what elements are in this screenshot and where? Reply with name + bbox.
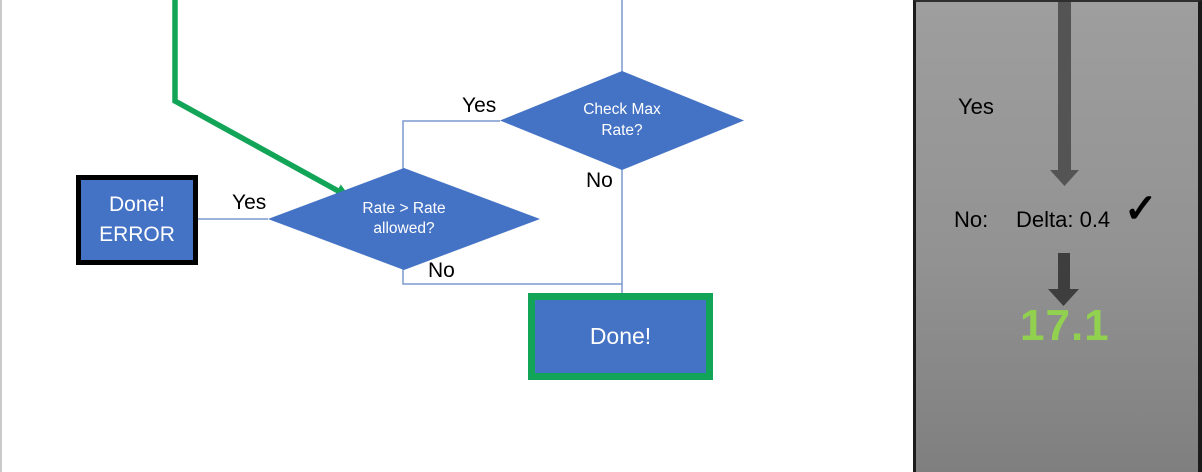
decision-check-max-rate-label-line2: Rate? — [601, 121, 643, 139]
node-done-error-line2: ERROR — [99, 223, 175, 246]
decision-check-max-rate-label-line1: Check Max — [583, 101, 661, 119]
panel-result-value: 17.1 — [1020, 301, 1110, 350]
node-done: Done! — [528, 293, 713, 380]
edge-label-checkmax-no: No — [586, 169, 613, 192]
slide-left-edge — [0, 0, 2, 472]
panel-no-label: No: — [954, 207, 989, 232]
node-done-label: Done! — [589, 323, 652, 349]
panel-delta-value: Delta: 0.4 — [1016, 207, 1111, 232]
decision-rate-allowed-label-line2: allowed? — [373, 220, 435, 237]
down-arrow-icon-head — [1050, 170, 1079, 186]
panel-yes-label: Yes — [958, 94, 994, 119]
edge-label-rate-yes: Yes — [232, 191, 267, 214]
node-done-error: Done! ERROR — [76, 175, 198, 265]
side-panel: Yes No: Delta: 0.4 ✓ 17.1 — [913, 0, 1202, 472]
down-arrow-small-icon — [1058, 253, 1070, 289]
connector-rate-no — [402, 269, 622, 285]
connector-checkmax-yes — [402, 120, 500, 169]
decision-rate-allowed-label-line1: Rate > Rate — [362, 199, 446, 217]
checkmark-icon: ✓ — [1124, 187, 1158, 231]
green-flow-arrow — [172, 0, 351, 198]
edge-label-checkmax-yes: Yes — [462, 94, 497, 117]
edge-label-rate-no: No — [428, 259, 455, 282]
down-arrow-icon — [1058, 2, 1071, 170]
node-done-error-line1: Done! — [108, 192, 166, 216]
